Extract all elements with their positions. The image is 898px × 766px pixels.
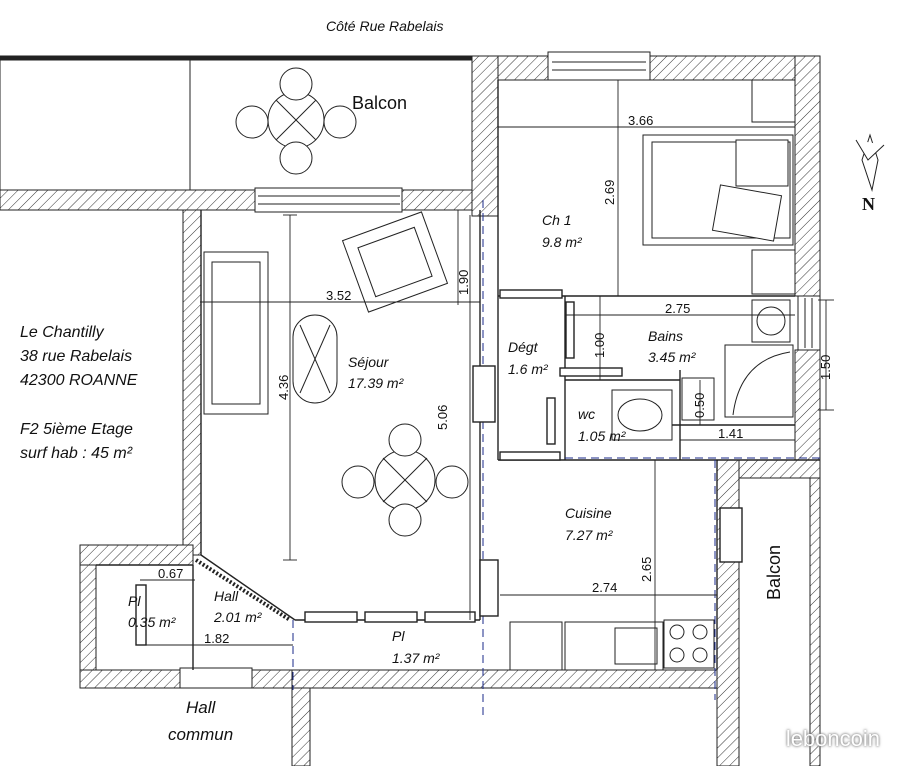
dim-2-75: 2.75 <box>665 301 690 316</box>
room-degt-name: Dégt <box>508 339 538 355</box>
dim-0-50: 0.50 <box>692 393 707 418</box>
address-street: 38 rue Rabelais <box>20 348 133 365</box>
room-pl-name: Pl <box>392 628 405 644</box>
compass-icon <box>855 133 885 192</box>
windows <box>179 51 821 689</box>
dim-3-66: 3.66 <box>628 113 653 128</box>
dim-1-41: 1.41 <box>718 426 743 441</box>
dim-2-74: 2.74 <box>592 580 617 595</box>
room-sejour-name: Séjour <box>348 354 389 370</box>
walls <box>0 55 821 766</box>
dim-1-82: 1.82 <box>204 631 229 646</box>
dimension-labels: 3.66 2.69 3.52 1.90 4.36 5.06 2.75 1.00 … <box>158 113 833 646</box>
room-bains-area: 3.45 m² <box>648 349 696 365</box>
table-with-chairs <box>235 67 469 537</box>
room-cuisine-area: 7.27 m² <box>565 527 613 543</box>
room-pl-small-name: Pl <box>128 593 141 609</box>
room-balcon-right: Balcon <box>764 544 784 600</box>
furniture <box>203 79 796 671</box>
dim-5-06: 5.06 <box>435 405 450 430</box>
room-pl-area: 1.37 m² <box>392 650 440 666</box>
street-label: Côté Rue Rabelais <box>326 18 444 34</box>
room-cuisine-name: Cuisine <box>565 505 612 521</box>
address-city: 42300 ROANNE <box>20 372 138 389</box>
dim-4-36: 4.36 <box>276 375 291 400</box>
room-sejour-area: 17.39 m² <box>348 375 404 391</box>
address-building: Le Chantilly <box>20 324 104 341</box>
dim-1-00: 1.00 <box>592 333 607 358</box>
living-surface: surf hab : 45 m² <box>20 445 133 462</box>
watermark-logo: leboncoin <box>785 726 880 751</box>
dim-1-90: 1.90 <box>456 270 471 295</box>
room-bains-name: Bains <box>648 328 684 344</box>
apartment-type: F2 5ième Etage <box>20 421 133 438</box>
room-degt-area: 1.6 m² <box>508 361 548 377</box>
room-wc-name: wc <box>578 406 596 422</box>
room-ch1-area: 9.8 m² <box>542 234 582 250</box>
dim-0-67: 0.67 <box>158 566 183 581</box>
room-balcon-top: Balcon <box>352 93 408 113</box>
room-pl-small-area: 0.35 m² <box>128 614 176 630</box>
room-ch1-name: Ch 1 <box>542 212 572 228</box>
room-hall-area: 2.01 m² <box>214 609 262 625</box>
compass-north-label: N <box>862 194 875 214</box>
room-hall-name: Hall <box>214 588 239 604</box>
hall-commun-line1: Hall <box>186 698 216 717</box>
dim-1-50: 1.50 <box>818 355 833 380</box>
dim-2-69: 2.69 <box>602 180 617 205</box>
hall-entry-line <box>194 558 292 622</box>
hall-commun-line2: commun <box>168 725 234 744</box>
dim-3-52: 3.52 <box>326 288 351 303</box>
dim-2-65: 2.65 <box>639 557 654 582</box>
dimension-lines <box>140 80 834 670</box>
room-wc-area: 1.05 m² <box>578 428 626 444</box>
